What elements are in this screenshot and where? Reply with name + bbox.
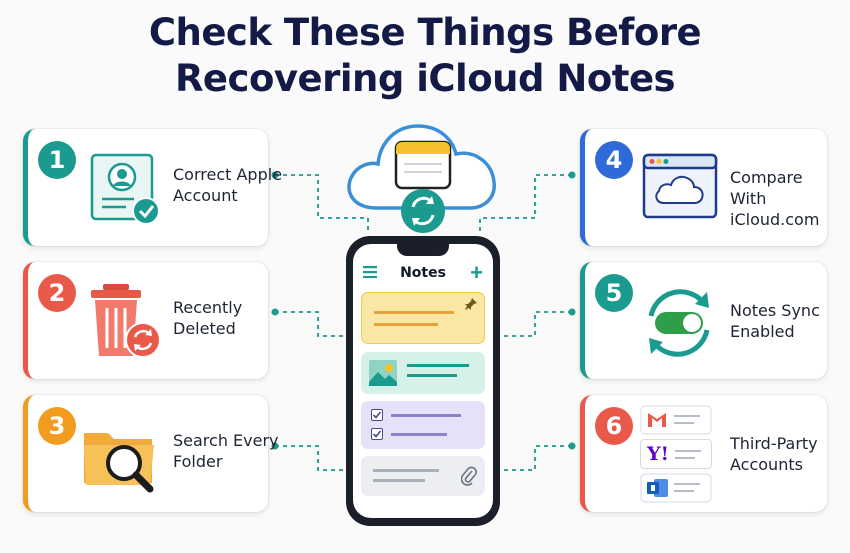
note-line xyxy=(374,311,454,314)
phone-header: Notes + xyxy=(353,262,493,286)
card-search-every-folder: 3 Search Every Folder xyxy=(23,395,279,512)
card-compare-icloud: 4 Compare With iCloud.com xyxy=(580,129,827,246)
card-label-3: Search Every Folder xyxy=(173,431,279,471)
connector-4 xyxy=(479,174,572,232)
page-title: Check These Things Before Recovering iCl… xyxy=(0,10,850,102)
note-line xyxy=(373,469,439,472)
connector-3 xyxy=(275,445,346,471)
outlook-icon xyxy=(640,473,712,503)
card-third-party-accounts: 6 Y! Third-Party Accounts xyxy=(580,395,827,512)
card-label-4: Compare With iCloud.com xyxy=(730,168,820,229)
pin-icon xyxy=(465,298,477,310)
gmail-icon xyxy=(640,405,712,435)
note-attachment xyxy=(361,456,485,496)
yahoo-logo: Y! xyxy=(647,443,669,465)
phone-screen: Notes + xyxy=(353,244,493,518)
note-line xyxy=(391,433,447,436)
notes-title: Notes xyxy=(400,265,446,281)
card-label-6: Third-Party Accounts xyxy=(730,434,818,474)
plus-icon: + xyxy=(470,260,483,285)
checkbox-icon xyxy=(371,409,383,421)
badge-4: 4 xyxy=(595,141,633,179)
connector-5 xyxy=(500,311,572,337)
title-line-2: Recovering iCloud Notes xyxy=(174,57,676,100)
image-icon xyxy=(369,360,397,386)
badge-6: 6 xyxy=(595,407,633,445)
card-notes-sync: 5 Notes Sync Enabled xyxy=(580,262,827,379)
user-card-check-icon xyxy=(90,153,160,225)
note-line xyxy=(391,414,461,417)
icloud-sync-icon xyxy=(347,124,496,233)
mail-accounts-icon: Y! xyxy=(640,405,714,505)
badge-2: 2 xyxy=(38,274,76,312)
note-pinned xyxy=(361,292,485,344)
note-line xyxy=(407,374,457,377)
card-correct-apple-account: 1 Correct Apple Account xyxy=(23,129,282,246)
menu-icon xyxy=(363,266,377,278)
card-recently-deleted: 2 Recently Deleted xyxy=(23,262,268,379)
trash-restore-icon xyxy=(91,284,161,358)
connector-2 xyxy=(275,311,346,337)
card-label-2: Recently Deleted xyxy=(173,298,243,338)
title-line-1: Check These Things Before xyxy=(148,11,702,54)
note-image xyxy=(361,352,485,394)
badge-1: 1 xyxy=(38,141,76,179)
yahoo-line-2 xyxy=(675,457,695,459)
phone-notch xyxy=(397,244,449,256)
badge-5: 5 xyxy=(595,274,633,312)
folder-search-icon xyxy=(84,433,154,493)
paperclip-icon xyxy=(461,466,477,486)
yahoo-line-1 xyxy=(675,450,701,452)
note-line xyxy=(407,364,469,367)
connector-6 xyxy=(500,445,572,471)
card-label-1: Correct Apple Account xyxy=(173,165,283,205)
card-label-5: Notes Sync Enabled xyxy=(730,301,820,341)
note-checklist xyxy=(361,401,485,449)
note-line xyxy=(374,323,438,326)
checkbox-icon xyxy=(371,428,383,440)
notes-app-phone-icon: Notes + xyxy=(346,236,500,526)
browser-cloud-icon xyxy=(642,153,718,219)
note-line xyxy=(373,479,425,482)
sync-toggle-icon xyxy=(648,289,710,357)
badge-3: 3 xyxy=(38,407,76,445)
yahoo-icon: Y! xyxy=(640,439,712,469)
